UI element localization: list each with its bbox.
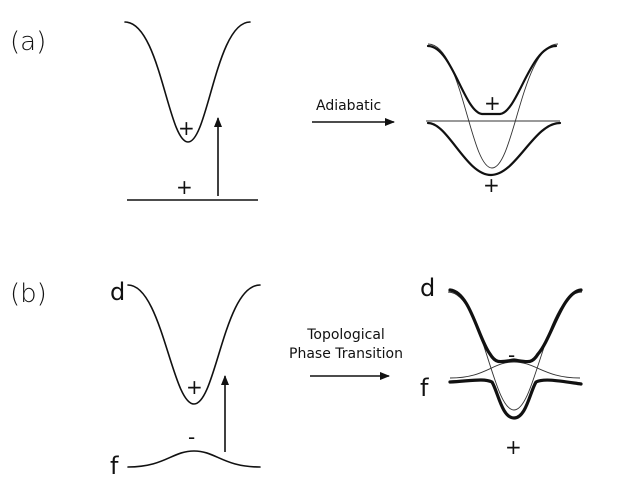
panel-b-left-f-band [127, 450, 261, 468]
panel-a-right-sign-upper: + [484, 91, 501, 115]
panel-a-left-sign-upper: + [178, 116, 195, 140]
panel-b-right-original-f-band [449, 361, 581, 379]
panel-b: (b) d f + - Topological Phase Transition… [10, 274, 583, 480]
panel-a-arrow-label: Adiabatic [316, 98, 381, 114]
panel-b-left-sign-d: + [186, 375, 203, 399]
panel-b-left-band-f: f [110, 452, 119, 480]
panel-b-arrow-label-line1: Topological [306, 327, 385, 343]
panel-a-left-sign-lower: + [176, 175, 193, 199]
panel-b-right-band-f: f [420, 374, 429, 402]
panel-a-label: (a) [10, 27, 46, 57]
panel-a-right-upper-hybrid-band [426, 44, 558, 116]
panel-a: (a) + + Adiabatic + + [10, 21, 562, 201]
panel-a-right-lower-hybrid-band [426, 121, 562, 177]
panel-b-arrow-label-line2: Phase Transition [289, 346, 403, 362]
panel-b-right-sign-lower: + [505, 435, 522, 459]
panel-b-right-upper-band [448, 288, 583, 364]
panel-b-right-band-d: d [420, 274, 435, 302]
panel-b-right-lower-band [448, 378, 583, 420]
panel-a-right-sign-lower: + [483, 173, 500, 197]
panel-b-left-band-d: d [110, 278, 125, 306]
panel-b-right-sign-upper: - [508, 343, 515, 367]
panel-a-left-upper-band [124, 21, 251, 143]
panel-b-left-d-band [127, 284, 261, 405]
panel-b-label: (b) [10, 279, 47, 309]
panel-b-left-sign-f: - [188, 425, 195, 449]
